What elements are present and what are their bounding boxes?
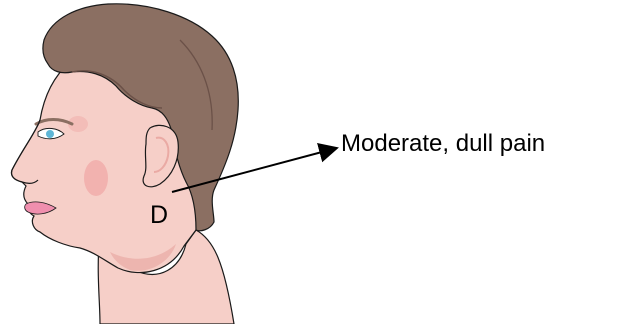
cheek-blush <box>84 160 108 196</box>
eye-iris <box>46 130 54 138</box>
callout-label: Moderate, dull pain <box>341 130 545 157</box>
head-illustration <box>11 4 238 324</box>
marker-label-d: D <box>150 201 168 229</box>
